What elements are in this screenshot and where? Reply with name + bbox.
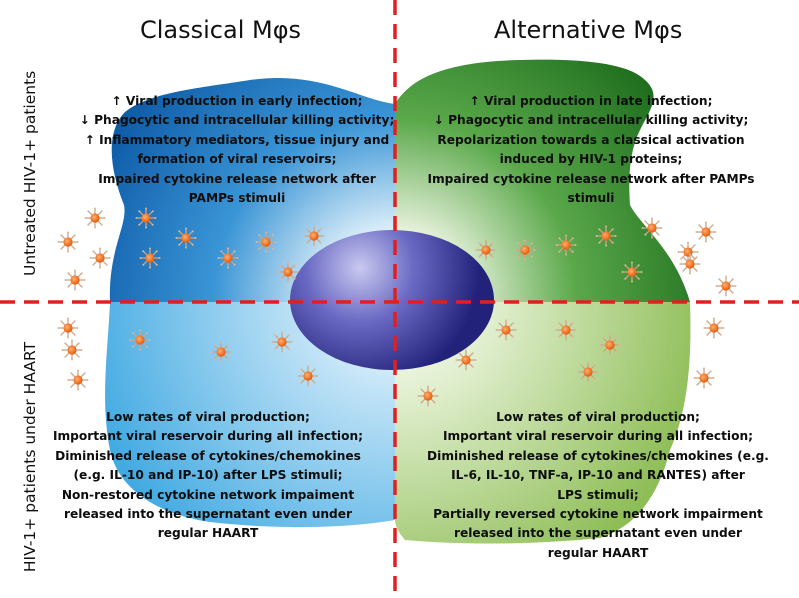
text-line: ↓ Phagocytic and intracellular killing a… xyxy=(79,113,395,128)
classical-haart-text: Low rates of viral production; Important… xyxy=(18,408,398,544)
alternative-untreated-text: ↑ Viral production in late infection; ↓ … xyxy=(396,92,786,208)
classical-untreated-text: ↑ Viral production in early infection; ↓… xyxy=(42,92,432,208)
classical-haart-cell-region xyxy=(105,302,395,528)
virus-particle-icon xyxy=(135,207,157,229)
text-line: released into the supernatant even under xyxy=(453,526,743,541)
virus-particle-icon xyxy=(255,231,277,253)
column-title-alternative: Alternative Mφs xyxy=(494,16,683,44)
text-line: Low rates of viral production; xyxy=(496,410,700,424)
virus-particle-icon xyxy=(695,221,717,243)
text-line: Diminished release of cytokines/chemokin… xyxy=(55,448,361,463)
virus-particle-icon xyxy=(555,319,577,341)
virus-particle-icon xyxy=(139,247,161,269)
virus-particle-icon xyxy=(703,317,725,339)
virus-particle-icon xyxy=(621,261,643,283)
cell-nucleus-icon xyxy=(290,230,494,370)
virus-particle-icon xyxy=(210,341,232,363)
virus-particle-icon xyxy=(277,261,299,283)
row-label-untreated: Untreated HIV-1+ patients xyxy=(21,70,39,276)
text-line: Low rates of viral production; xyxy=(106,410,310,424)
virus-particle-icon xyxy=(495,319,517,341)
text-line: regular HAART xyxy=(547,545,649,560)
virus-particle-icon xyxy=(129,329,151,351)
text-line: released into the supernatant even under xyxy=(63,507,353,522)
text-line: induced by HIV-1 proteins; xyxy=(499,152,683,167)
text-line: Important viral reservoir during all inf… xyxy=(52,429,364,444)
text-line: Impaired cytokine release network after … xyxy=(427,171,755,186)
alternative-haart-text: Low rates of viral production; Important… xyxy=(406,408,790,563)
virus-particle-icon xyxy=(303,225,325,247)
virus-particle-icon xyxy=(57,231,79,253)
virus-particle-icon xyxy=(217,247,239,269)
text-line: ↑ Viral production in early infection; xyxy=(111,94,363,108)
virus-particle-icon xyxy=(64,269,86,291)
virus-particle-icon xyxy=(679,253,701,275)
virus-particle-icon xyxy=(475,239,497,261)
text-line: ↓ Phagocytic and intracellular killing a… xyxy=(433,113,749,128)
virus-particle-icon xyxy=(641,217,663,239)
column-title-classical: Classical Mφs xyxy=(140,16,302,44)
text-line: ↑ Inflammatory mediators, tissue injury … xyxy=(84,132,390,147)
virus-particle-icon xyxy=(555,234,577,256)
virus-particle-icon xyxy=(455,349,477,371)
text-line: Impaired cytokine release network after xyxy=(98,171,376,186)
virus-particle-icon xyxy=(417,385,439,407)
classical-untreated-cell-region xyxy=(109,77,395,303)
text-line: Diminished release of cytokines/chemokin… xyxy=(427,448,769,463)
virus-particle-icon xyxy=(84,207,106,229)
text-line: ↑ Viral production in late infection; xyxy=(469,94,713,108)
virus-particle-icon xyxy=(67,369,89,391)
virus-particle-icon xyxy=(297,365,319,387)
virus-particle-icon xyxy=(577,361,599,383)
virus-particle-icon xyxy=(595,225,617,247)
text-line: Important viral reservoir during all inf… xyxy=(442,429,754,444)
virus-particle-icon xyxy=(599,334,621,356)
virus-particle-icon xyxy=(715,275,737,297)
virus-particle-icon xyxy=(514,239,536,261)
virus-particle-icon xyxy=(57,317,79,339)
virus-particle-icon xyxy=(175,227,197,249)
text-line: IL-6, IL-10, TNF-a, IP-10 and RANTES) af… xyxy=(451,468,745,483)
virus-particle-icon xyxy=(693,367,715,389)
virus-particles xyxy=(57,207,737,407)
virus-particle-icon xyxy=(89,247,111,269)
text-line: (e.g. IL-10 and IP-10) after LPS stimuli… xyxy=(73,468,343,483)
virus-particle-icon xyxy=(61,339,83,361)
alternative-untreated-cell-region xyxy=(395,59,690,302)
text-line: Non-restored cytokine network impaiment xyxy=(61,487,355,502)
virus-particle-icon xyxy=(271,331,293,353)
text-line: Repolarization towards a classical activ… xyxy=(437,132,745,147)
text-line: regular HAART xyxy=(157,526,259,541)
text-line: PAMPs stimuli xyxy=(188,191,286,206)
text-line: stimuli xyxy=(567,191,615,206)
text-line: formation of viral reservoirs; xyxy=(137,152,337,167)
text-line: Partially reversed cytokine network impa… xyxy=(433,507,763,522)
text-line: LPS stimuli; xyxy=(557,487,639,502)
